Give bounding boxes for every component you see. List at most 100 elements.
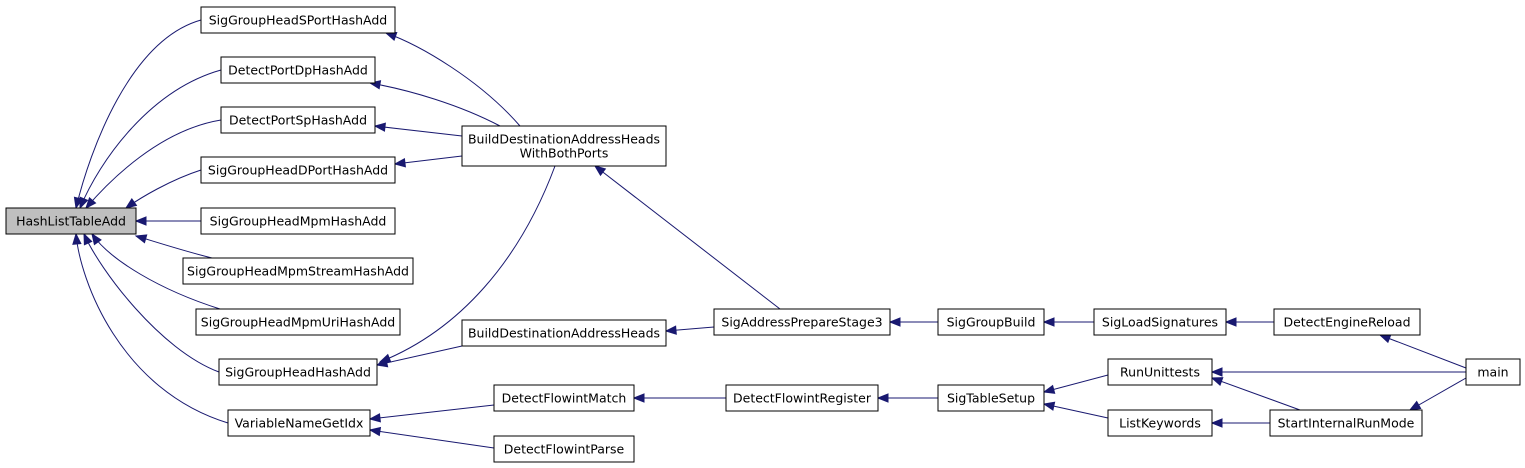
node-label: SigGroupHeadMpmHashAdd [210,214,387,229]
node-sig-group-head-mpm-hash-add[interactable]: SigGroupHeadMpmHashAdd [200,207,396,235]
nodes-layer: HashListTableAdd SigGroupHeadSPortHashAdd… [5,6,1521,463]
edge-list-keywords-to-sig-table-setup [1042,401,1109,419]
node-box[interactable] [1107,358,1213,386]
edge-line [385,32,521,127]
node-box[interactable] [461,319,667,347]
edge-line [369,82,501,127]
node-box[interactable] [1107,409,1213,437]
arrowhead [1042,317,1055,327]
node-label: DetectEngineReload [1283,315,1410,330]
node-sig-group-head-dport-hash-add[interactable]: SigGroupHeadDPortHashAdd [200,156,396,184]
node-label: BuildDestinationAddressHeads [468,326,660,341]
node-box[interactable] [1465,358,1521,386]
node-box[interactable] [195,308,401,336]
edge-build-destination-address-heads-with-both-ports-to-detect-port-sp-hash-add [373,122,463,137]
node-build-destination-address-heads[interactable]: BuildDestinationAddressHeads [461,319,667,347]
arrowhead [368,426,382,437]
node-label: RunUnittests [1120,365,1200,380]
edge-sig-group-head-mpm-stream-hash-add-to-hash-list-table-add [134,234,213,259]
node-box[interactable] [1269,409,1423,437]
arrowhead [134,234,148,244]
arrowhead [1042,384,1056,394]
node-box[interactable] [182,257,414,285]
arrowhead [375,358,389,368]
node-box[interactable] [200,207,396,235]
arrowhead [83,232,93,246]
node-variable-name-get-idx[interactable]: VariableNameGetIdx [227,409,371,437]
node-detect-port-dp-hash-add[interactable]: DetectPortDpHashAdd [220,56,376,84]
node-box[interactable] [493,384,635,412]
edge-line [374,125,463,137]
node-label: HashListTableAdd [16,214,126,229]
node-detect-port-sp-hash-add[interactable]: DetectPortSpHashAdd [220,106,376,134]
edge-variable-name-get-idx-to-hash-list-table-add [72,232,229,424]
node-box[interactable] [218,358,378,386]
edge-line [91,233,221,310]
edge-detect-flowint-match-to-variable-name-get-idx [368,404,495,423]
node-label: VariableNameGetIdx [235,416,364,431]
node-list-keywords[interactable]: ListKeywords [1107,409,1213,437]
node-detect-flowint-register[interactable]: DetectFlowintRegister [725,384,879,412]
node-label: SigGroupHeadSPortHashAdd [209,13,388,28]
arrowhead [1224,317,1237,327]
node-box[interactable] [725,384,879,412]
edge-main-to-detect-engine-reload [1378,334,1467,369]
node-box[interactable] [937,384,1045,412]
edge-line [379,165,556,363]
edge-line [1043,403,1109,419]
edge-line [79,69,222,209]
node-box[interactable] [200,156,396,184]
node-box[interactable] [227,409,371,437]
edge-detect-flowint-parse-to-variable-name-get-idx [368,426,495,449]
node-box[interactable] [461,125,667,167]
edge-sig-load-signatures-to-sig-group-build [1042,317,1094,327]
node-label: DetectFlowintRegister [733,391,872,406]
edge-line [1409,377,1467,411]
node-start-internal-run-mode[interactable]: StartInternalRunMode [1269,409,1423,437]
edge-line [75,233,229,424]
node-sig-address-prepare-stage3[interactable]: SigAddressPrepareStage3 [713,308,891,336]
edge-main-to-start-internal-run-mode [1408,377,1467,411]
node-box[interactable] [493,435,635,463]
arrowhead [1378,334,1392,344]
node-label: DetectPortSpHashAdd [229,113,367,128]
node-hash-list-table-add[interactable]: HashListTableAdd [5,207,137,235]
node-box[interactable] [937,308,1045,336]
node-sig-group-head-mpm-uri-hash-add[interactable]: SigGroupHeadMpmUriHashAdd [195,308,401,336]
node-label: SigGroupHeadDPortHashAdd [208,163,388,178]
arrowhead [632,393,645,403]
node-detect-engine-reload[interactable]: DetectEngineReload [1273,308,1421,336]
node-sig-group-head-hash-add[interactable]: SigGroupHeadHashAdd [218,358,378,386]
node-label: ListKeywords [1119,416,1201,431]
node-sig-group-build[interactable]: SigGroupBuild [937,308,1045,336]
arrowhead [134,216,147,226]
arrowhead [79,196,89,210]
node-build-destination-address-heads-with-both-ports[interactable]: BuildDestinationAddressHeadsWithBothPort… [461,125,667,167]
node-label: SigGroupHeadHashAdd [225,365,371,380]
node-detect-flowint-match[interactable]: DetectFlowintMatch [493,384,635,412]
node-box[interactable] [1093,308,1227,336]
arrowhead [664,325,677,335]
node-detect-flowint-parse[interactable]: DetectFlowintParse [493,435,635,463]
node-label: DetectFlowintMatch [502,391,627,406]
node-box[interactable] [200,6,396,34]
node-sig-load-signatures[interactable]: SigLoadSignatures [1093,308,1227,336]
node-main[interactable]: main [1465,358,1521,386]
node-run-unittests[interactable]: RunUnittests [1107,358,1213,386]
edge-main-to-run-unittests [1210,367,1466,377]
arrowhead [888,317,901,327]
edge-line [376,345,463,366]
edge-build-destination-address-heads-with-both-ports-to-sig-group-head-dport-hash-add [393,155,463,168]
node-box[interactable] [713,308,891,336]
node-box[interactable] [1273,308,1421,336]
node-box[interactable] [220,106,376,134]
node-box[interactable] [5,207,137,235]
node-sig-group-head-mpm-stream-hash-add[interactable]: SigGroupHeadMpmStreamHashAdd [182,257,414,285]
node-label: SigLoadSignatures [1102,315,1218,330]
node-label: DetectFlowintParse [504,442,625,457]
node-sig-group-head-sport-hash-add[interactable]: SigGroupHeadSPortHashAdd [200,6,396,34]
node-box[interactable] [220,56,376,84]
edge-sig-group-head-dport-hash-add-to-hash-list-table-add [124,169,202,209]
node-sig-table-setup[interactable]: SigTableSetup [937,384,1045,412]
